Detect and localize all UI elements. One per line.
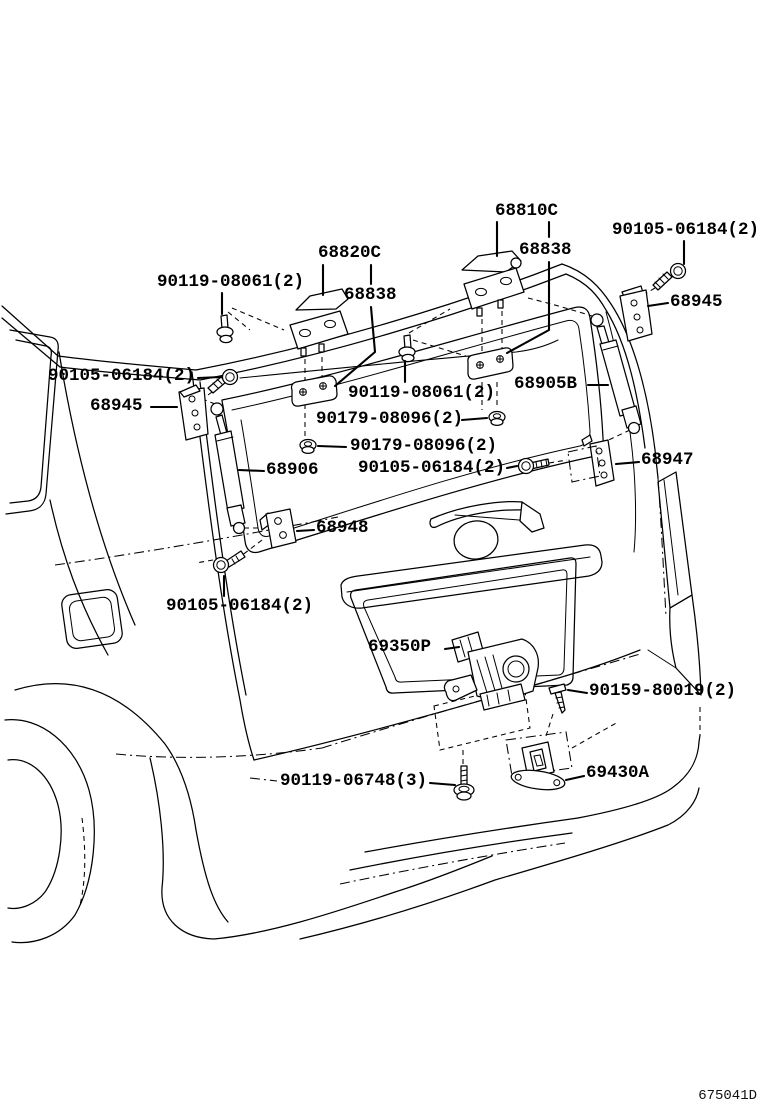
part-label-hinge-plate-left: 68838 <box>344 285 397 305</box>
part-label-bolt-lock: 90119-06748(3) <box>280 771 428 791</box>
nut-right-90179 <box>489 412 505 426</box>
bolt-washer-left-90119 <box>217 315 233 343</box>
bolt-left-90105 <box>208 370 238 394</box>
bolt-washer-mid-90119 <box>399 335 415 362</box>
part-label-bolt-washer-left: 90119-08061(2) <box>157 272 305 292</box>
back-door-stay-right-68905B <box>591 314 641 434</box>
part-label-bolt-washer-mid: 90119-08061(2) <box>348 383 496 403</box>
rear-wiper <box>430 502 544 532</box>
bolt-top-right-90105 <box>653 264 686 291</box>
part-label-bolt-hinge-top-right: 90105-06184(2) <box>612 220 760 240</box>
part-label-stay-bracket-right: 68947 <box>641 450 694 470</box>
back-door-hinge-right-68810C <box>462 251 524 316</box>
part-label-striker-plate: 69430A <box>586 763 650 783</box>
screw-striker-90159 <box>549 684 566 713</box>
part-label-stay-bracket-left: 68948 <box>316 518 369 538</box>
diagram-code: 675041D <box>698 1088 757 1104</box>
door-side-hinge-right-68945 <box>620 286 652 341</box>
label-leader-lines <box>151 222 684 785</box>
car-body-outline <box>2 264 701 943</box>
part-label-bolt-stay-lower-left: 90105-06184(2) <box>166 596 314 616</box>
hinge-plate-right-68838 <box>468 348 513 379</box>
hinge-plate-left-68838 <box>292 376 338 406</box>
stay-bracket-right-68947 <box>568 435 614 486</box>
emblem-circle <box>451 518 500 562</box>
part-label-hinge-upper-rh-assy: 68810C <box>495 201 559 221</box>
part-label-hinge-door-side-right: 68945 <box>670 292 723 312</box>
part-label-nut-hinge-right: 90179-08096(2) <box>316 409 464 429</box>
part-label-bolt-stay-lower-right: 90105-06184(2) <box>358 458 506 478</box>
part-label-bolt-stay-upper-left: 90105-06184(2) <box>48 366 196 386</box>
bolt-lock-90119-06748 <box>454 766 474 800</box>
part-label-hinge-door-side-left: 68945 <box>90 396 143 416</box>
stay-bracket-left-68948 <box>260 509 296 548</box>
assembly-dash-lines <box>196 288 655 781</box>
part-label-back-door-stay-right: 68905B <box>514 374 578 394</box>
striker-69430A <box>510 742 566 793</box>
license-plate-recess <box>351 558 576 693</box>
part-label-nut-hinge-left: 90179-08096(2) <box>350 436 498 456</box>
back-door-hinge-left-68820C <box>290 289 348 356</box>
bolt-bottom-left-90105 <box>214 551 246 573</box>
back-door-stay-left-68906 <box>211 403 245 534</box>
back-door-lock-69350P <box>444 632 538 710</box>
door-side-hinge-left-68945 <box>179 385 208 440</box>
back-door-garnish <box>341 518 602 608</box>
part-label-screw-striker: 90159-80019(2) <box>589 681 737 701</box>
part-label-back-door-stay-left: 68906 <box>266 460 319 480</box>
part-label-hinge-plate-right: 68838 <box>519 240 572 260</box>
bolt-mid-right-90105 <box>519 459 550 474</box>
nut-left-90179 <box>300 440 316 454</box>
part-label-back-door-lock-assy: 69350P <box>368 637 432 657</box>
part-label-hinge-upper-lh-assy: 68820C <box>318 243 382 263</box>
